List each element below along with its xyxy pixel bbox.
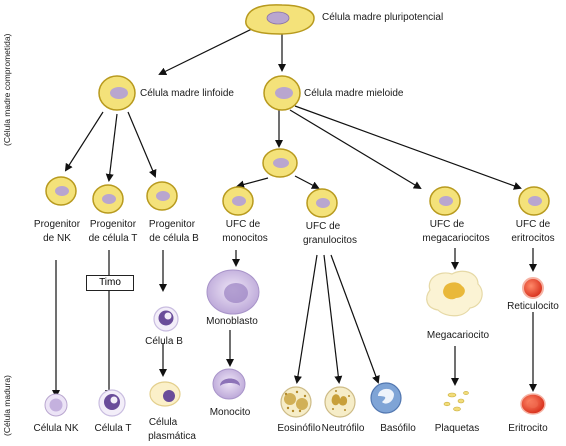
megakaryocyte-label: Megacariocito — [426, 330, 490, 341]
ufc-erythrocytes-cell — [518, 186, 550, 216]
nk-progenitor-label-2: de NK — [43, 233, 71, 244]
monoblast-graphic — [206, 269, 260, 315]
nk-progenitor-cell — [45, 176, 77, 206]
basophil-graphic — [370, 382, 402, 414]
platelets-graphic — [443, 391, 469, 412]
ufc-monocytes-cell — [222, 186, 254, 216]
nk-progenitor-label-1: Progenitor — [33, 219, 81, 230]
erythrocyte-label: Eritrocito — [508, 423, 548, 434]
ufc-monocytes-label-2: monocitos — [222, 233, 268, 244]
neutrophil-label: Neutrófilo — [321, 423, 365, 434]
monocyte-label: Monocito — [209, 407, 251, 418]
lymphoid-label: Célula madre linfoide — [140, 88, 234, 99]
plasma-cell-label-1: Célula — [148, 417, 178, 428]
t-progenitor-label-2: de célula T — [88, 233, 138, 244]
myeloid-stem-cell — [263, 75, 301, 111]
b-cell-label: Célula B — [145, 336, 183, 347]
b-progenitor-label-1: Progenitor — [148, 219, 196, 230]
ufc-granulocytes-label-1: UFC de — [305, 221, 341, 232]
ufc-erythrocytes-label-2: eritrocitos — [511, 233, 555, 244]
plasma-cell-label-2: plasmática — [148, 431, 196, 442]
eosinophil-graphic — [280, 386, 312, 418]
nk-cell-graphic — [44, 393, 68, 417]
t-cell-graphic — [98, 389, 126, 417]
t-cell-label: Célula T — [94, 423, 132, 434]
b-progenitor-cell — [146, 181, 178, 211]
committed-stem-label: (Célula madre comprometida) — [2, 33, 12, 146]
reticulocyte-label: Reticulocito — [507, 301, 559, 312]
arrows — [52, 25, 537, 398]
monoblast-label: Monoblasto — [206, 316, 258, 327]
ufc-megakaryocytes-label-2: megacariocitos — [422, 233, 490, 244]
eosinophil-label: Eosinófilo — [277, 423, 321, 434]
platelets-label: Plaquetas — [434, 423, 480, 434]
pluripotent-nucleus — [266, 11, 290, 25]
ufc-erythrocytes-label-1: UFC de — [515, 219, 551, 230]
ufc-megakaryocytes-cell — [429, 186, 461, 216]
myeloid-intermediate-cell — [262, 148, 298, 178]
b-progenitor-label-2: de célula B — [149, 233, 199, 244]
basophil-label: Basófilo — [380, 423, 416, 434]
erythrocyte-graphic — [520, 393, 546, 415]
pluripotent-label: Célula madre pluripotencial — [322, 12, 444, 23]
t-progenitor-cell — [92, 184, 124, 214]
nk-cell-label: Célula NK — [33, 423, 79, 434]
reticulocyte-graphic — [522, 277, 544, 299]
ufc-megakaryocytes-label-1: UFC de — [429, 219, 465, 230]
ufc-monocytes-label-1: UFC de — [225, 219, 261, 230]
neutrophil-graphic — [324, 386, 356, 418]
myeloid-label: Célula madre mieloide — [304, 88, 404, 99]
ufc-granulocytes-cell — [306, 188, 338, 218]
ufc-granulocytes-label-2: granulocitos — [303, 235, 357, 246]
megakaryocyte-graphic — [426, 270, 483, 317]
monocyte-graphic — [212, 368, 246, 400]
plasma-cell-graphic — [149, 381, 181, 407]
t-progenitor-label-1: Progenitor — [89, 219, 137, 230]
timo-box: Timo — [86, 275, 134, 291]
mature-cell-label: (Célula madura) — [2, 375, 12, 436]
lymphoid-stem-cell — [98, 75, 136, 111]
b-cell-graphic — [153, 306, 179, 332]
